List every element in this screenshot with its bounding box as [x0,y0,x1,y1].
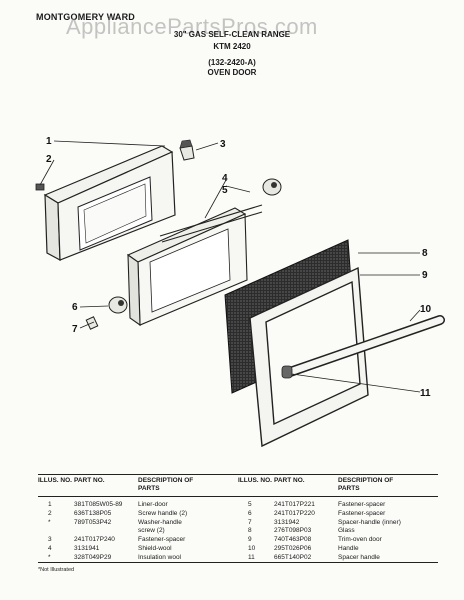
callout-10: 10 [420,304,432,315]
spacer-bar-lower [161,211,263,243]
model-number: KTM 2420 [213,42,251,51]
callout-4: 4 [222,173,228,184]
table-row: 10 295T026P06 Handle [238,544,438,553]
callout-9: 9 [422,270,428,281]
part-description: Spacer handle [338,553,380,561]
table-rule-mid [38,496,438,497]
callout-5: 5 [222,185,228,196]
fastener-spacer-3 [179,139,195,161]
table-rule-top [38,474,438,475]
brand-label: MONTGOMERY WARD [36,12,135,22]
illus-no: 5 [248,501,252,508]
table-row: screw (2) [38,526,238,535]
header-description-right: DESCRIPTION OF PARTS [338,477,394,492]
table-row: * 328T049P29 Insulation wool [38,553,238,562]
door-trim-frame [249,266,369,448]
callout-8: 8 [422,248,428,259]
part-description: Fastener-spacer [338,509,386,517]
part-description: Trim-oven door [338,536,382,544]
illus-no: 1 [48,501,52,508]
header-illus-no-right: ILLUS. NO. [238,477,272,484]
handle-screw-2 [35,183,45,191]
part-no: 381T085W05-89 [74,501,123,508]
part-description: Screw handle (2) [138,509,188,517]
illus-no: 4 [48,545,52,552]
part-description: Insulation wool [138,553,181,561]
fastener-spacer-5 [262,178,282,196]
illus-no: 9 [248,536,252,544]
part-description: Liner-door [138,501,168,508]
part-no: 276T098P03 [274,527,312,535]
part-no: 241T017P221 [274,501,315,508]
part-description: Washer-handle [138,518,182,526]
fastener-spacer-6 [108,296,128,314]
door-liner [43,145,176,262]
part-description: Handle [338,545,359,552]
watermark: AppliancePartsPros.com [66,14,318,39]
callout-6: 6 [72,302,78,313]
model-title: 30" GAS SELF-CLEAN RANGE [173,30,291,39]
part-no: 3131942 [274,518,300,526]
part-no: 740T463P08 [274,536,312,544]
table-row: 11 665T140P02 Spacer handle [238,553,438,562]
table-row: * 789T053P42 Washer-handle [38,518,238,527]
callout-leaders [39,140,421,393]
spacer-handle-11 [281,365,293,379]
section-title: OVEN DOOR [207,68,257,77]
spacer-bar-upper [159,204,263,237]
table-row: 6 241T017P220 Fastener-spacer [238,509,438,518]
illus-no: 7 [248,518,252,526]
part-no: 295T026P06 [274,545,312,552]
header-illus-no-left: ILLUS. NO. [38,477,72,484]
table-row: 1 381T085W05-89 Liner-door [38,500,238,509]
model-code: (132-2420-A) [208,58,256,67]
part-no: 241T017P220 [274,509,315,517]
callout-1: 1 [46,136,52,147]
part-no: 241T017P240 [74,536,115,544]
illus-no: 6 [248,509,252,517]
illus-no: 8 [248,527,252,535]
callout-7: 7 [72,324,78,335]
callout-11: 11 [420,388,431,399]
part-description: Shield-wool [138,545,172,552]
part-no: 3131941 [74,545,100,552]
exploded-parts-diagram: 1 2 3 4 5 6 7 8 9 10 11 [35,136,445,448]
callout-3: 3 [220,139,226,150]
illus-no: * [48,553,51,561]
header-description-left: DESCRIPTION OF PARTS [138,477,194,492]
part-no: 328T049P29 [74,553,112,561]
table-rule-bottom [38,562,438,563]
table-row: 7 3131942 Spacer-handle (inner) [238,518,438,527]
illus-no: 10 [248,545,256,552]
part-description: Fastener-spacer [138,536,186,544]
table-row: 9 740T463P08 Trim-oven door [238,535,438,544]
table-row: 3 241T017P240 Fastener-spacer [38,535,238,544]
table-row: 5 241T017P221 Fastener-spacer [238,500,438,509]
door-handle [285,315,445,377]
illus-no: 3 [48,536,52,544]
part-no: 789T053P42 [74,518,112,526]
illus-no: 2 [48,509,52,517]
illus-no: * [48,518,51,526]
part-no: 665T140P02 [274,553,312,561]
table-row: 8 276T098P03 Glass [238,526,438,535]
part-description: Glass [338,527,355,535]
callout-2: 2 [46,154,52,165]
illus-no: 11 [248,553,255,561]
part-description: Fastener-spacer [338,501,386,508]
part-description: Spacer-handle (inner) [338,518,401,526]
footnote: *Not Illustrated [38,567,75,573]
header-part-no-right: PART NO. [274,477,305,484]
table-row: 4 3131941 Shield-wool [38,544,238,553]
header-part-no-left: PART NO. [74,477,105,484]
table-row: 2 636T138P05 Screw handle (2) [38,509,238,518]
part-no: 636T138P05 [74,509,112,517]
part-description: screw (2) [138,527,165,535]
